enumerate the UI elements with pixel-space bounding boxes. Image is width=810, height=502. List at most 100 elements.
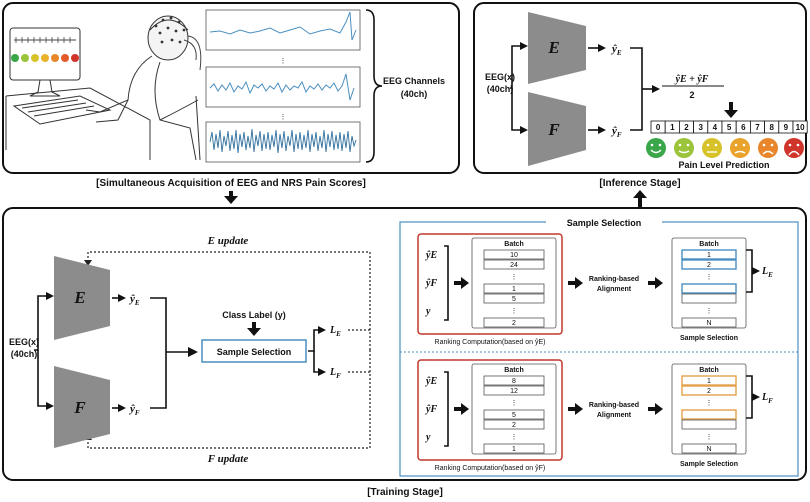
training-loss-f: LF bbox=[329, 367, 341, 380]
batch-cell-value: 2 bbox=[707, 262, 711, 269]
training-out-f: ŷF bbox=[128, 403, 140, 417]
batch-cell bbox=[483, 249, 545, 260]
batch-cell-value: 24 bbox=[510, 262, 518, 269]
batch-ellipsis: ⋮ bbox=[511, 434, 518, 441]
eeg-channels-label: EEG Channels bbox=[383, 76, 445, 86]
top-align-arrow-1-icon bbox=[568, 277, 583, 289]
top-sel-caption: Sample Selection bbox=[680, 335, 738, 342]
batch-cell bbox=[681, 419, 737, 430]
batch-cell-value: 1 bbox=[707, 252, 711, 259]
batch-ellipsis: ⋮ bbox=[511, 400, 518, 407]
acquisition-panel: ⋮ ⋮ EEG Channels (40ch) bbox=[2, 2, 460, 174]
batch-cell-value: 12 bbox=[510, 388, 518, 395]
bottom-align-arrow-1-icon bbox=[568, 403, 583, 415]
scale-value: 4 bbox=[713, 123, 718, 132]
training-net-e bbox=[54, 256, 110, 340]
bottom-alignment-1: Ranking-based bbox=[589, 402, 639, 409]
down-arrow-icon bbox=[224, 191, 238, 204]
inference-caption: [Inference Stage] bbox=[599, 178, 680, 189]
inference-net-e-label: E bbox=[547, 38, 559, 57]
top-computation-label: Ranking Computation(based on ŷE) bbox=[435, 339, 546, 346]
batch-cell-value: N bbox=[706, 320, 711, 327]
inference-net-f-label: F bbox=[547, 120, 560, 139]
inference-out-e: ŷE bbox=[610, 43, 622, 57]
top-row-e: ŷE bbox=[425, 250, 437, 261]
batch-cell-value: N bbox=[706, 446, 711, 453]
bottom-row-f: ŷF bbox=[425, 404, 437, 415]
bottom-alignment-2: Alignment bbox=[597, 412, 632, 419]
face-red-icon bbox=[784, 138, 804, 158]
batch-cell-value: 1 bbox=[512, 286, 516, 293]
scale-value: 2 bbox=[684, 123, 689, 132]
batch-cell bbox=[483, 385, 545, 396]
scale-value: 1 bbox=[670, 123, 675, 132]
pain-faces bbox=[646, 138, 804, 158]
eeg-dots-2: ⋮ bbox=[280, 114, 287, 121]
scale-value: 9 bbox=[784, 123, 789, 132]
batch-cell bbox=[483, 283, 545, 294]
scale-value: 5 bbox=[727, 123, 732, 132]
scale-value: 10 bbox=[796, 123, 805, 132]
e-update-label: E update bbox=[207, 235, 249, 247]
bottom-align-arrow-2-icon bbox=[648, 403, 663, 415]
bottom-sel-caption: Sample Selection bbox=[680, 461, 738, 468]
sample-selection-title: Sample Selection bbox=[567, 218, 642, 228]
inference-avg-den: 2 bbox=[689, 90, 694, 100]
training-net-e-label: E bbox=[73, 288, 85, 307]
inference-net-e bbox=[528, 12, 586, 84]
sample-selection-panel: Sample Selection ŷE ŷF y Batch 1024⋮15⋮2… bbox=[399, 215, 799, 477]
batch-cell-value: 5 bbox=[512, 296, 516, 303]
top-row-y: y bbox=[425, 306, 431, 317]
batch-cell-value: 2 bbox=[512, 422, 516, 429]
top-alignment-2: Alignment bbox=[597, 286, 632, 293]
batch-cell-value: 8 bbox=[512, 378, 516, 385]
batch-cell-value: 1 bbox=[512, 446, 516, 453]
top-batch-label: Batch bbox=[504, 241, 523, 248]
batch-cell bbox=[681, 293, 737, 304]
inference-input-label: EEG(x) bbox=[485, 72, 515, 82]
batch-cell bbox=[483, 375, 545, 386]
acquisition-caption: [Simultaneous Acquisition of EEG and NRS… bbox=[96, 178, 366, 189]
bottom-batch-label: Batch bbox=[504, 367, 523, 374]
scale-value: 3 bbox=[698, 123, 703, 132]
batch-cell bbox=[483, 293, 545, 304]
training-caption: [Training Stage] bbox=[367, 487, 443, 498]
eeg-signal-1 bbox=[205, 9, 361, 51]
batch-cell bbox=[681, 317, 737, 328]
training-out-e: ŷE bbox=[128, 293, 140, 307]
sample-selection-label: Sample Selection bbox=[217, 347, 292, 357]
inference-net-f bbox=[528, 92, 586, 166]
batch-ellipsis: ⋮ bbox=[706, 434, 713, 441]
scale-cell bbox=[792, 120, 808, 134]
inference-out-f: ŷF bbox=[610, 125, 622, 139]
bottom-row-y: y bbox=[425, 432, 431, 443]
top-row-f: ŷF bbox=[425, 278, 437, 289]
face-lime-icon bbox=[674, 138, 694, 158]
batch-cell-value: 5 bbox=[512, 412, 516, 419]
scale-value: 8 bbox=[769, 123, 774, 132]
batch-cell bbox=[681, 409, 737, 420]
face-orange-icon bbox=[730, 138, 750, 158]
top-sel-batch-label: Batch bbox=[699, 241, 718, 248]
batch-cell bbox=[681, 249, 737, 260]
class-down-arrow-icon bbox=[247, 322, 261, 336]
face-yellow-icon bbox=[702, 138, 722, 158]
batch-cell bbox=[483, 409, 545, 420]
inference-input-ch: (40ch) bbox=[487, 84, 514, 94]
bottom-row-e: ŷE bbox=[425, 376, 437, 387]
sample-selection-box bbox=[201, 339, 307, 363]
top-align-arrow-2-icon bbox=[648, 277, 663, 289]
inference-avg-num: ŷE + ŷF bbox=[675, 74, 709, 85]
training-input-ch: (40ch) bbox=[11, 349, 38, 359]
batch-cell bbox=[483, 259, 545, 270]
training-net-f-label: F bbox=[73, 398, 86, 417]
subject-illustration bbox=[5, 15, 202, 161]
bottom-arrow-icon bbox=[454, 403, 469, 415]
up-arrow-icon bbox=[633, 190, 647, 207]
batch-cell-value: 2 bbox=[512, 320, 516, 327]
scale-value: 6 bbox=[741, 123, 746, 132]
batch-ellipsis: ⋮ bbox=[511, 274, 518, 281]
